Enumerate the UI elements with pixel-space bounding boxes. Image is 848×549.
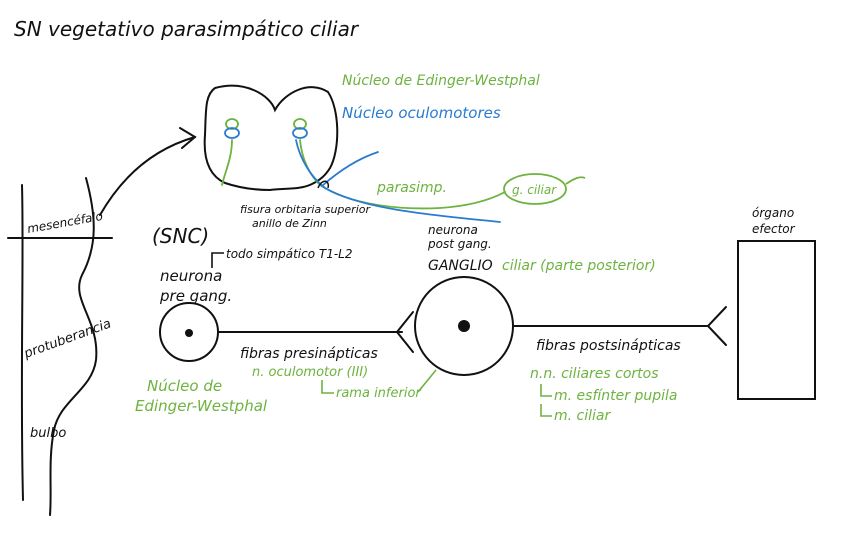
inferior-branch-label: rama inferior xyxy=(336,386,422,401)
preganglionic-nucleus-dot xyxy=(185,329,193,337)
fissure-marker xyxy=(317,180,330,189)
effector-label-1: órgano xyxy=(752,206,794,220)
oculomotor-nucleus-label: Núcleo oculomotores xyxy=(342,104,501,122)
ciliary-ganglion-part-label: ciliar (parte posterior) xyxy=(502,258,656,274)
postsynaptic-fiber xyxy=(512,306,727,346)
brainstem-outline xyxy=(7,177,113,516)
postganglionic-neuron-label-1: neurona xyxy=(428,223,478,237)
protuberancia-label: protuberancia xyxy=(21,316,113,362)
ciliary-muscle-label: m. ciliar xyxy=(554,408,611,424)
preganglionic-neuron-label-1: neurona xyxy=(160,267,222,285)
ganglion-outflow xyxy=(565,176,586,185)
postsynaptic-fibers-label: fibras postsinápticas xyxy=(536,338,681,354)
ciliary-muscle-arrow xyxy=(540,404,552,417)
zinn-ring-label: anillo de Zinn xyxy=(252,217,327,230)
sympathetic-note: todo simpático T1-L2 xyxy=(226,247,352,261)
effector-label-2: efector xyxy=(752,222,796,236)
pupil-sphincter-label: m. esfínter pupila xyxy=(554,388,677,404)
edinger-westphal-nucleus xyxy=(225,118,307,130)
inferior-branch-arrow xyxy=(321,380,334,394)
midbrain-pointer-arrow xyxy=(99,127,197,216)
edinger-westphal-label: Núcleo de Edinger-Westphal xyxy=(342,73,540,89)
presynaptic-fiber xyxy=(217,311,414,353)
parasympathetic-label: parasimp. xyxy=(376,180,447,196)
ciliary-ganglion-oval xyxy=(503,173,567,205)
effector-organ-box xyxy=(737,240,816,400)
parasympathetic-fiber xyxy=(221,139,506,210)
ciliary-ganglion-label: g. ciliar xyxy=(512,183,557,197)
bulbo-label: bulbo xyxy=(30,426,66,441)
short-ciliary-nerves-label: n.n. ciliares cortos xyxy=(530,366,659,382)
oculomotor-nucleus xyxy=(224,127,308,139)
ganglion-pointer xyxy=(417,369,437,393)
sympathetic-note-arrow xyxy=(211,252,224,268)
midbrain-section xyxy=(203,84,339,192)
preganglionic-neuron-label-2: pre gang. xyxy=(159,287,232,305)
oculomotor-nerve-label: n. oculomotor (III) xyxy=(252,365,368,380)
pupil-sphincter-arrow xyxy=(540,384,552,397)
postganglionic-neuron-label-2: post gang. xyxy=(427,237,492,251)
presynaptic-fibers-label: fibras presinápticas xyxy=(240,346,378,362)
preganglionic-nucleus-label-1: Núcleo de xyxy=(147,377,222,395)
snc-label: (SNC) xyxy=(152,224,209,248)
preganglionic-nucleus-label-2: Edinger-Westphal xyxy=(135,397,268,415)
postganglionic-nucleus-dot xyxy=(458,320,470,332)
fissure-label: fisura orbitaria superior xyxy=(240,203,371,216)
page-title: SN vegetativo parasimpático ciliar xyxy=(14,17,360,41)
mesencefalo-label: mesencéfalo xyxy=(26,209,104,236)
ganglion-word: GANGLIO xyxy=(428,258,493,274)
